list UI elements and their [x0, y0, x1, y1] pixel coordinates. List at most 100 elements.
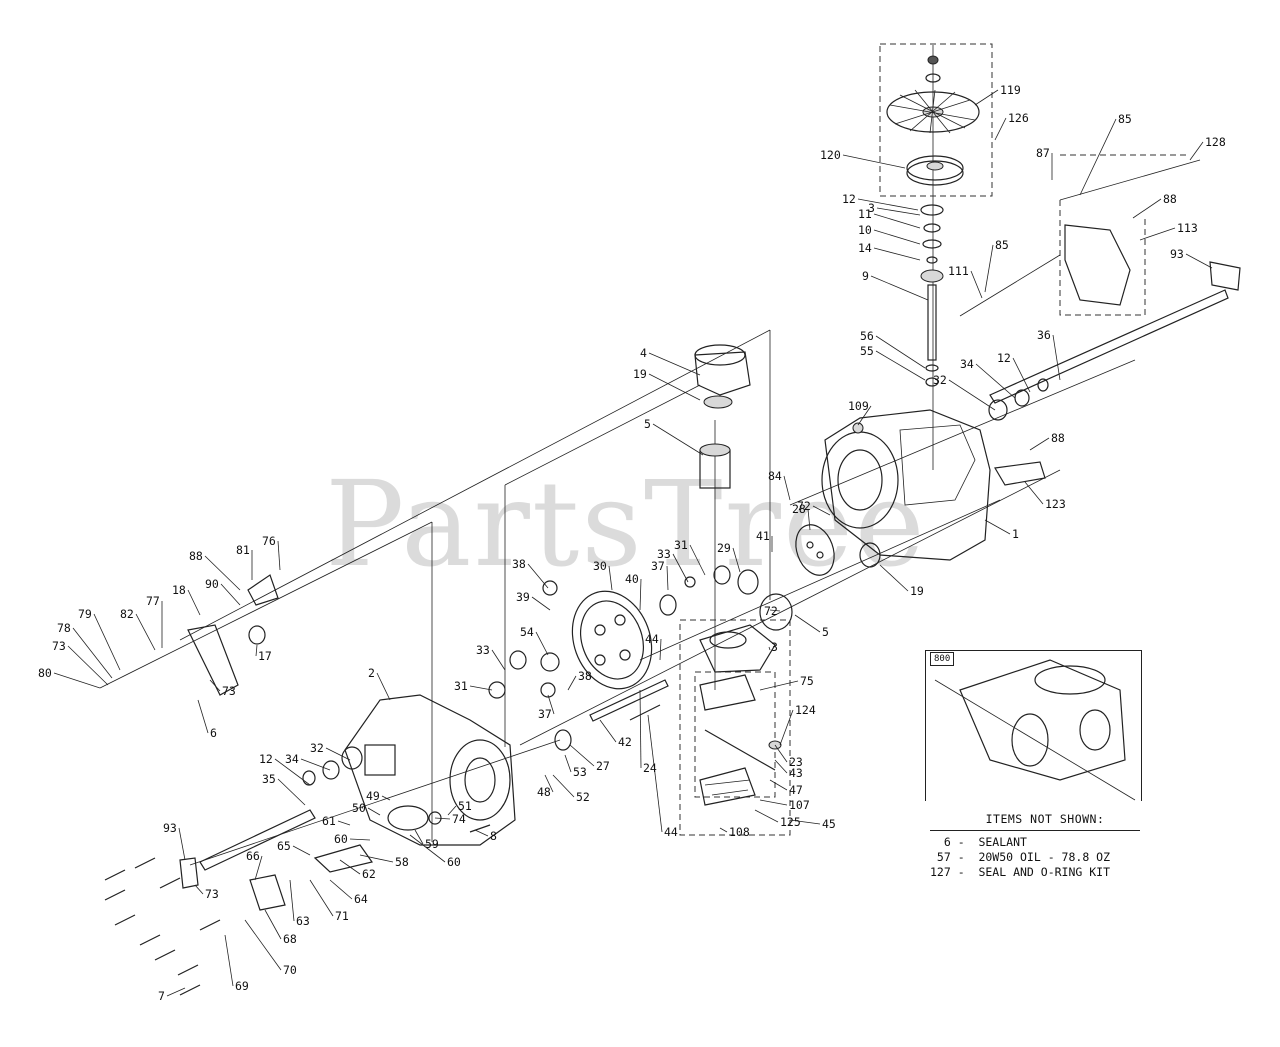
callout-119: 119 [974, 83, 1021, 106]
leader-line [639, 689, 642, 769]
leader-line [754, 809, 779, 823]
part-number-label: 49 [366, 789, 380, 803]
inset-tag: 800 [930, 652, 955, 666]
center-section-upper [694, 344, 751, 489]
leader-line [759, 680, 799, 691]
callout-54: 54 [520, 625, 549, 656]
part-number-label: 31 [674, 538, 688, 552]
inset-assembly-sketch [934, 659, 1136, 801]
leader-line [652, 423, 704, 456]
notes-divider [930, 830, 1140, 831]
callout-107: 107 [759, 798, 810, 812]
part-number-label: 42 [618, 735, 632, 749]
leader-line [274, 758, 311, 786]
part-number-label: 93 [163, 821, 177, 835]
leader-line [1052, 334, 1061, 381]
part-number-label: 17 [258, 649, 272, 663]
part-number-label: 78 [57, 621, 71, 635]
part-number-label: 108 [729, 825, 750, 839]
leader-line [659, 638, 662, 661]
callout-73: 73 [194, 884, 219, 901]
callout-33: 33 [657, 547, 689, 583]
part-number-label: 41 [756, 529, 770, 543]
callout-111: 111 [948, 264, 983, 299]
part-number-label: 81 [236, 543, 250, 557]
callout-47: 47 [769, 779, 803, 797]
callout-63: 63 [289, 879, 310, 928]
leader-line [1029, 437, 1050, 451]
leader-line [984, 519, 1011, 535]
part-number-label: 80 [38, 666, 52, 680]
leader-line [984, 244, 994, 293]
leader-line [759, 799, 788, 806]
part-number-label: 60 [334, 832, 348, 846]
callout-59: 59 [414, 829, 439, 851]
callout-31: 31 [454, 679, 493, 693]
callout-32: 32 [310, 741, 351, 761]
leader-line [329, 879, 353, 900]
part-number-label: 88 [189, 549, 203, 563]
leader-line [599, 719, 617, 743]
callout-88: 88 [1132, 192, 1177, 219]
leader-line [244, 919, 282, 971]
part-number-label: 70 [283, 963, 297, 977]
callout-62: 62 [339, 859, 376, 881]
leader-line [768, 646, 771, 651]
callout-49: 49 [366, 789, 391, 803]
part-number-label: 74 [452, 812, 466, 826]
part-number-label: 85 [995, 238, 1009, 252]
callout-23: 23 [774, 744, 803, 769]
callout-53: 53 [564, 754, 587, 779]
callout-19: 19 [633, 367, 701, 401]
callout-37: 37 [651, 559, 669, 591]
part-number-label: 18 [172, 583, 186, 597]
leader-line [639, 578, 642, 611]
callout-51: 51 [447, 799, 472, 816]
leader-line [381, 795, 391, 801]
leader-line [204, 555, 241, 591]
callout-4: 4 [640, 346, 701, 376]
callout-12: 12 [259, 752, 311, 786]
part-number-label: 24 [643, 761, 657, 775]
part-number-label: 120 [820, 148, 841, 162]
part-number-label: 71 [335, 909, 349, 923]
callout-80: 80 [38, 666, 101, 689]
callout-35: 35 [262, 772, 306, 806]
leader-line [325, 747, 351, 761]
brackets [179, 224, 1241, 911]
leader-line [178, 827, 186, 861]
leader-line [732, 547, 741, 573]
leader-line [647, 714, 663, 833]
part-number-label: 109 [848, 399, 869, 413]
leader-line [970, 270, 983, 299]
axles [199, 159, 1229, 871]
leader-line [875, 335, 926, 369]
leader-line [547, 694, 555, 715]
callout-34: 34 [285, 752, 331, 771]
leader-line [255, 644, 258, 657]
callout-88: 88 [189, 549, 241, 591]
leader-line [220, 583, 241, 606]
part-number-label: 1 [1012, 527, 1019, 541]
callout-3: 3 [868, 201, 921, 216]
callout-82: 82 [120, 607, 156, 651]
leader-line [544, 774, 554, 793]
part-number-label: 79 [78, 607, 92, 621]
part-number-label: 28 [792, 502, 806, 516]
bolts [104, 704, 661, 996]
leader-line [277, 778, 306, 806]
ring-gear [571, 590, 653, 690]
pulley [906, 155, 964, 186]
callout-24: 24 [639, 689, 657, 775]
part-number-label: 32 [933, 373, 947, 387]
callout-50: 50 [352, 801, 381, 816]
callout-43: 43 [774, 759, 803, 780]
callout-73: 73 [209, 679, 236, 698]
callout-87: 87 [1036, 146, 1053, 180]
part-number-label: 36 [1037, 328, 1051, 342]
part-number-label: 44 [664, 825, 678, 839]
part-number-label: 54 [520, 625, 534, 639]
part-number-label: 128 [1205, 135, 1226, 149]
part-number-label: 3 [868, 201, 875, 215]
callout-28: 28 [792, 502, 811, 531]
